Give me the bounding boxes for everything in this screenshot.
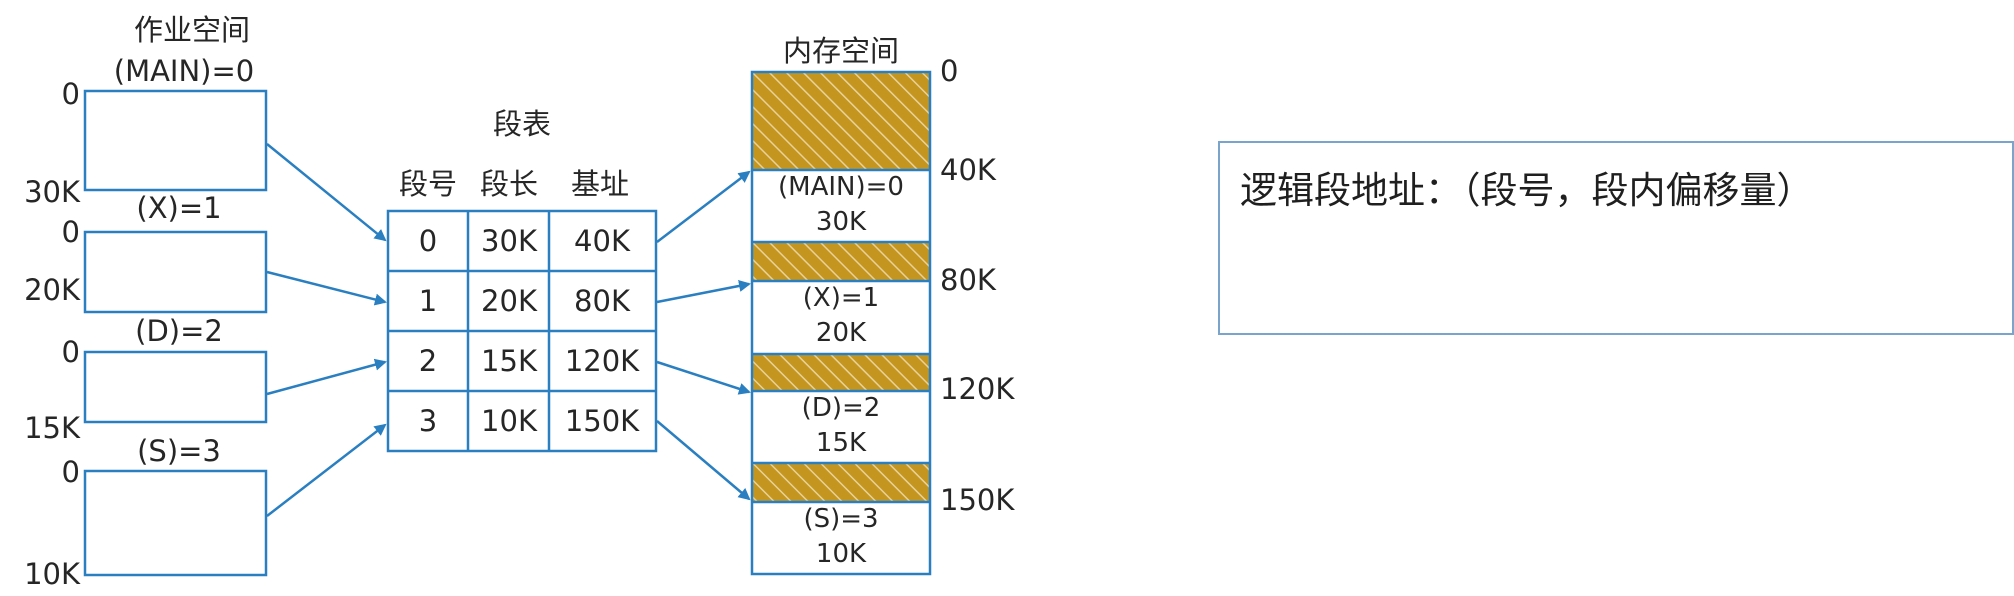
segment-table-header-base: 基址 xyxy=(570,167,630,201)
segment-table-header-length: 段长 xyxy=(479,167,539,201)
segment-table-cell: 0 xyxy=(418,224,438,258)
memory-occupied-block-2 xyxy=(752,242,930,281)
segment-table-cell: 120K xyxy=(564,344,640,378)
memory-top-address: 0 xyxy=(940,54,959,88)
segment-table-cell: 150K xyxy=(564,404,640,438)
memory-column xyxy=(750,70,932,576)
segment-table-cell: 80K xyxy=(574,284,630,318)
job-segment-name-x: (X)=1 xyxy=(136,191,222,225)
memory-occupied-block-1 xyxy=(752,72,930,170)
segment-table-cell: 3 xyxy=(418,404,438,438)
arrow-d-to-row2 xyxy=(266,358,387,396)
memory-address-40k: 40K xyxy=(940,153,996,187)
arrow-s-to-row3 xyxy=(266,423,387,517)
segment-table-title: 段表 xyxy=(492,107,552,141)
logical-address-note: 逻辑段地址：（段号，段内偏移量） xyxy=(1218,141,2014,335)
job-to-table-arrows xyxy=(266,143,387,517)
arrow-row3-to-150k xyxy=(656,420,751,501)
memory-region-size-s: 10K xyxy=(815,539,867,569)
memory-region-size-main: 30K xyxy=(815,207,867,237)
memory-occupied-block-4 xyxy=(752,463,930,502)
job-segment-name-d: (D)=2 xyxy=(135,314,223,348)
job-segment-box-s xyxy=(83,469,268,577)
memory-region-name-s: (S)=3 xyxy=(803,504,879,534)
job-segment-start-main: 0 xyxy=(61,77,80,111)
job-segment-start-x: 0 xyxy=(61,215,80,249)
job-segment-box-main xyxy=(83,89,268,192)
logical-address-text: 逻辑段地址：（段号，段内偏移量） xyxy=(1240,169,1814,212)
memory-region-name-x: (X)=1 xyxy=(802,283,880,313)
arrow-row2-to-120k xyxy=(656,360,751,395)
arrow-row1-to-80k xyxy=(656,280,751,304)
job-segment-start-d: 0 xyxy=(61,335,80,369)
job-segment-start-s: 0 xyxy=(61,455,80,489)
job-segment-end-s: 10K xyxy=(24,557,80,591)
memory-address-150k: 150K xyxy=(940,483,1015,517)
segment-table-header-number: 段号 xyxy=(398,167,458,201)
arrow-row0-to-40k xyxy=(656,170,751,243)
memory-address-120k: 120K xyxy=(940,372,1015,406)
memory-region-name-d: (D)=2 xyxy=(801,393,881,423)
segment-table-cell: 1 xyxy=(418,284,438,318)
job-segment-end-main: 30K xyxy=(24,175,80,209)
job-segment-name-main: (MAIN)=0 xyxy=(113,54,255,88)
segment-table-cell: 10K xyxy=(481,404,537,438)
segment-table-cell: 2 xyxy=(418,344,438,378)
segment-table-grid xyxy=(386,209,658,453)
job-segment-name-s: (S)=3 xyxy=(137,434,221,468)
segment-table-cell: 30K xyxy=(481,224,537,258)
segment-table-cell: 15K xyxy=(481,344,537,378)
memory-region-size-x: 20K xyxy=(815,318,867,348)
job-segment-end-d: 15K xyxy=(24,411,80,445)
job-segment-box-x xyxy=(83,230,268,314)
job-segment-end-x: 20K xyxy=(24,273,80,307)
arrow-main-to-row0 xyxy=(266,143,387,242)
memory-space-title: 内存空间 xyxy=(782,34,900,68)
job-segment-box-d xyxy=(83,350,268,424)
job-space-title: 作业空间 xyxy=(133,13,251,47)
segment-table-cell: 20K xyxy=(481,284,537,318)
memory-occupied-block-3 xyxy=(752,354,930,391)
memory-region-name-main: (MAIN)=0 xyxy=(778,172,904,202)
memory-address-80k: 80K xyxy=(940,263,996,297)
table-to-memory-arrows xyxy=(656,170,751,501)
segment-table-cell: 40K xyxy=(574,224,630,258)
memory-region-size-d: 15K xyxy=(815,428,867,458)
arrow-x-to-row1 xyxy=(266,270,387,306)
